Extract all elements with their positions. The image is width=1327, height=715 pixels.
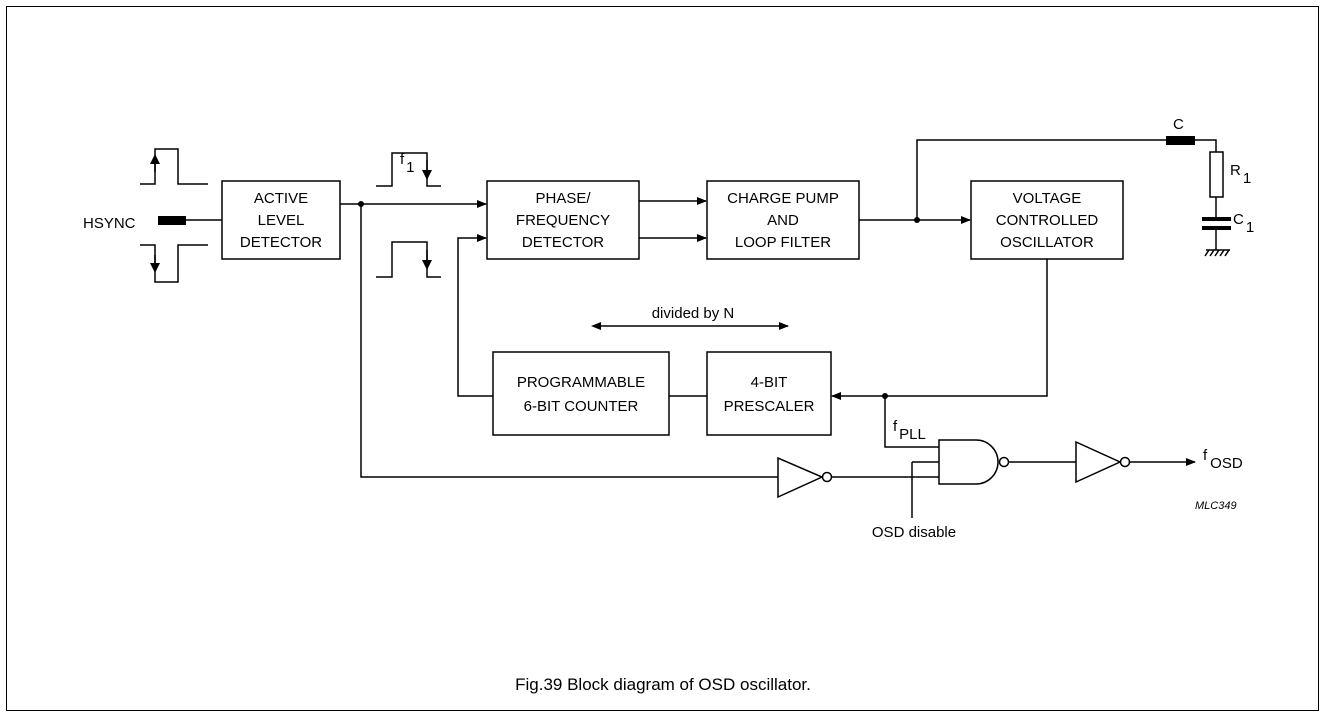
capacitor-c [1166,136,1195,145]
positive-pulse-icon [140,148,208,185]
negative-pulse-icon [140,244,208,283]
svg-text:LOOP FILTER: LOOP FILTER [735,234,831,251]
svg-text:CONTROLLED: CONTROLLED [996,212,1099,229]
svg-text:DETECTOR: DETECTOR [522,234,604,251]
phase-frequency-detector-block: PHASE/ FREQUENCY DETECTOR [486,180,640,260]
resistor-r1 [1209,151,1224,198]
fpll-wire [884,396,939,448]
hsync-label: HSYNC [83,215,136,232]
figure-code: MLC349 [1195,500,1237,512]
feedback-wire [457,234,493,397]
osd-disable-label: OSD disable [872,524,956,541]
feedback-pulse-icon [376,241,441,278]
capacitor-c1 [1202,217,1231,230]
active-level-detector-block: ACTIVE LEVEL DETECTOR [221,180,341,260]
svg-text:6-BIT COUNTER: 6-BIT COUNTER [524,398,639,415]
svg-text:PROGRAMMABLE: PROGRAMMABLE [517,374,645,391]
svg-text:VOLTAGE: VOLTAGE [1013,190,1082,207]
divided-by-n-label: divided by N [652,305,735,322]
loop-filter-wire [916,139,1166,220]
inverter-1 [777,456,833,499]
svg-text:4-BIT: 4-BIT [751,374,788,391]
charge-pump-block: CHARGE PUMP AND LOOP FILTER [706,180,860,260]
diagram-frame [6,6,1319,711]
c-label: C [1173,116,1184,133]
nand-gate [938,439,1010,485]
svg-text:PHASE/: PHASE/ [535,190,591,207]
svg-text:DETECTOR: DETECTOR [240,234,322,251]
hsync-terminal [158,216,186,225]
hsync-bypass-wire [360,204,778,478]
svg-text:PRESCALER: PRESCALER [724,398,815,415]
svg-text:FREQUENCY: FREQUENCY [516,212,610,229]
svg-text:AND: AND [767,212,799,229]
figure-caption: Fig.39 Block diagram of OSD oscillator. [515,675,811,694]
svg-text:OSCILLATOR: OSCILLATOR [1000,234,1094,251]
svg-text:LEVEL: LEVEL [258,212,305,229]
prescaler-block: 4-BIT PRESCALER [706,351,832,436]
rc-wire [1195,139,1217,152]
f1-pulse-icon [376,152,441,187]
vco-to-prescaler-wire [831,259,1048,400]
vco-block: VOLTAGE CONTROLLED OSCILLATOR [970,180,1124,260]
svg-text:ACTIVE: ACTIVE [254,190,308,207]
programmable-counter-block: PROGRAMMABLE 6-BIT COUNTER [492,351,670,436]
svg-text:CHARGE PUMP: CHARGE PUMP [727,190,839,207]
inverter-2 [1075,440,1131,484]
ground-icon [1204,249,1230,257]
